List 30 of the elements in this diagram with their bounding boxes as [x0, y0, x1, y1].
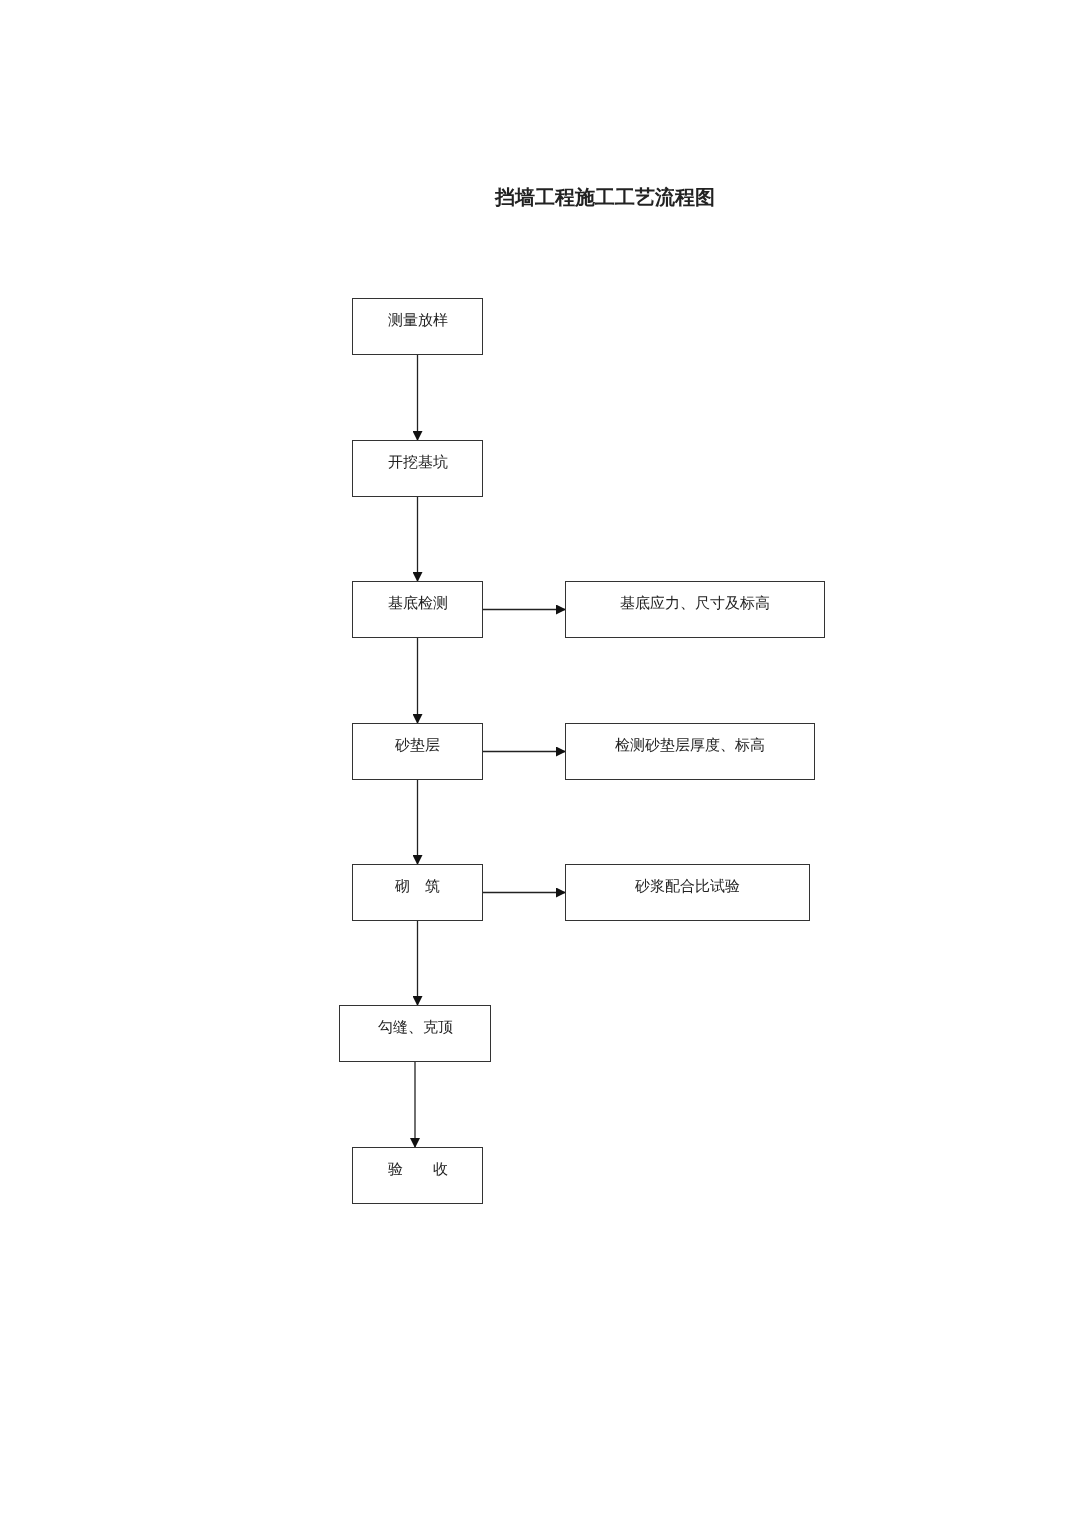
box-label: 勾缝、克顶: [377, 1018, 453, 1037]
box-label: 砂垫层: [395, 736, 440, 755]
arrow: [412, 637, 423, 724]
arrow: [410, 1061, 420, 1148]
process-box: [352, 440, 483, 497]
box-label: 基底检测: [387, 594, 448, 613]
arrow: [482, 746, 566, 757]
process-box: [339, 1005, 491, 1062]
arrow: [412, 496, 423, 582]
box-label: 基底应力、尺寸及标高: [620, 594, 770, 613]
box-label: 验 收: [387, 1160, 448, 1179]
box-label: 开挖基坑: [387, 453, 448, 472]
arrow: [412, 920, 423, 1006]
arrow: [482, 604, 566, 615]
process-box: [565, 864, 810, 921]
box-label: 检测砂垫层厚度、标高: [615, 736, 765, 755]
diagram-title: 挡墙工程施工工艺流程图: [493, 184, 716, 211]
process-box: [352, 1147, 483, 1204]
process-box: [352, 864, 483, 921]
box-label: 测量放样: [387, 311, 448, 330]
arrow: [412, 779, 423, 865]
arrow: [412, 354, 423, 441]
process-box: [352, 581, 483, 638]
process-box: [565, 723, 815, 780]
process-box: [565, 581, 825, 638]
box-label: 砂浆配合比试验: [635, 877, 740, 896]
arrow: [482, 887, 566, 898]
process-box: [352, 723, 483, 780]
box-label: 砌 筑: [395, 877, 440, 896]
process-box: [352, 298, 483, 355]
